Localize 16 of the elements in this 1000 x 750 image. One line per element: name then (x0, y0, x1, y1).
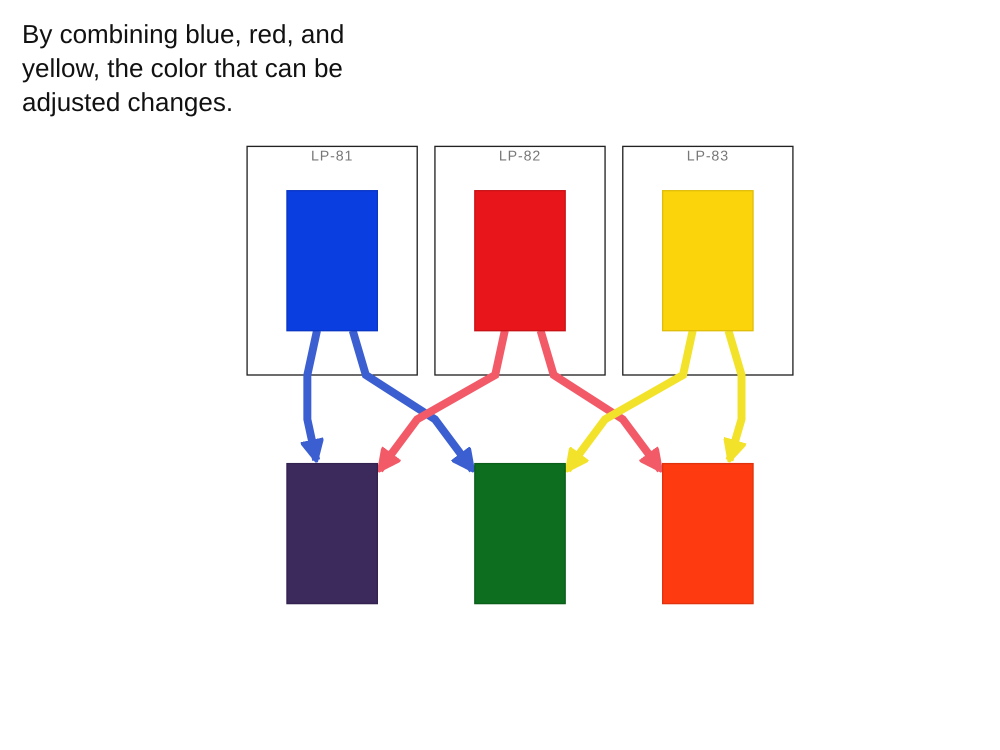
arrow (348, 330, 476, 474)
title: By combining blue, red, and yellow, the color that can be adjusted changes. (22, 18, 346, 119)
arrow (536, 330, 664, 474)
node-box (662, 190, 754, 332)
arrow (564, 330, 697, 474)
arrow (376, 330, 509, 474)
cluster: LP-82 (434, 146, 606, 376)
node-box (474, 190, 566, 332)
node-box (286, 462, 378, 604)
cluster: LP-81 (246, 146, 418, 376)
node-box (286, 190, 378, 332)
node-box (662, 462, 754, 604)
cluster: LP-83 (622, 146, 794, 376)
node-box (474, 462, 566, 604)
arrow (299, 330, 324, 464)
arrow (723, 330, 748, 464)
